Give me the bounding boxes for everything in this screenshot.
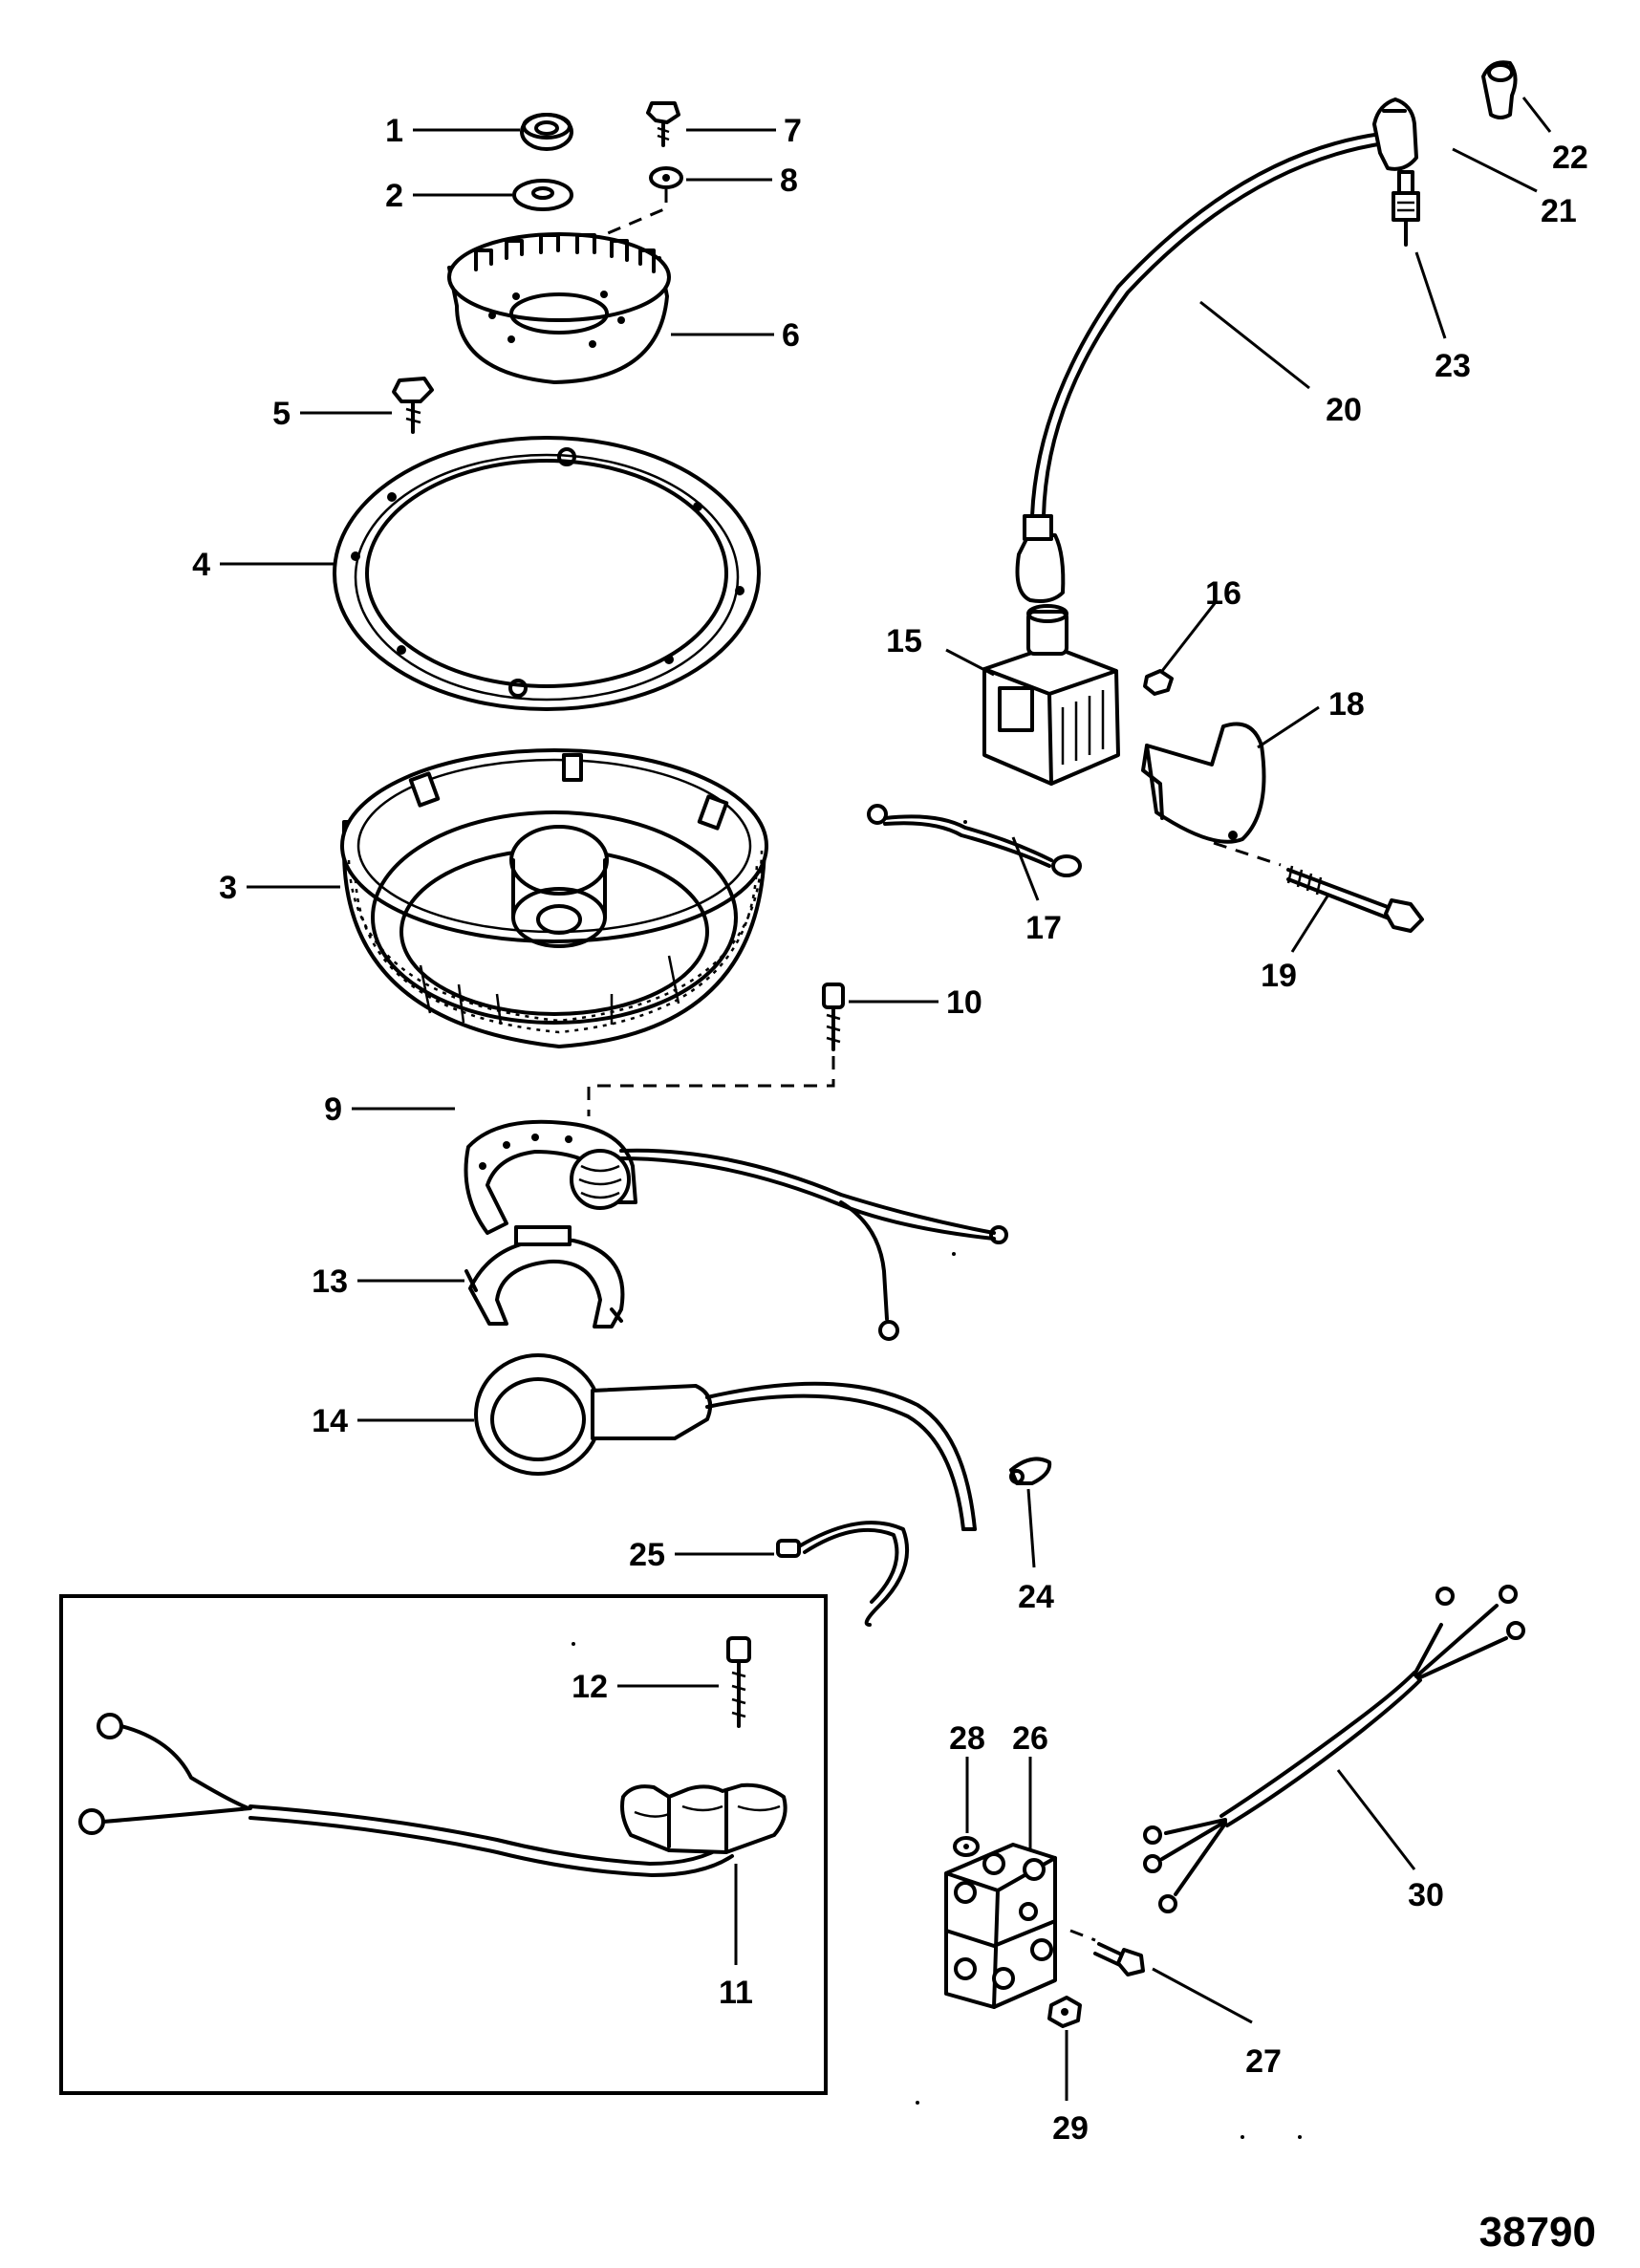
part-30-wire-harness — [1143, 1585, 1525, 1913]
callout-14: 14 — [312, 1403, 348, 1439]
part-2-washer — [512, 179, 573, 211]
part-29-nut — [1047, 1996, 1082, 2028]
part-14-stator-coil — [474, 1353, 977, 1531]
part-20-ignition-lead — [1015, 132, 1386, 603]
callout-19: 19 — [1261, 958, 1297, 994]
part-6-hub-cup — [447, 232, 671, 384]
callout-12: 12 — [572, 1669, 608, 1705]
assembly-line-8-6 — [593, 189, 668, 260]
assembly-line-18-19 — [1213, 841, 1282, 867]
callout-11: 11 — [719, 1975, 753, 2011]
part-11-trigger-sensor — [78, 1713, 788, 1877]
callout-6: 6 — [782, 317, 800, 354]
callout-29: 29 — [1052, 2110, 1089, 2147]
part-4-ring — [333, 436, 761, 711]
part-28-washer — [953, 1836, 980, 1857]
part-21-spark-plug-boot — [1372, 97, 1418, 171]
part-1-nut — [520, 113, 573, 151]
part-18-coil-cover — [1141, 722, 1266, 844]
callout-17: 17 — [1025, 910, 1062, 946]
part-8-washer — [649, 166, 683, 189]
part-19-long-bolt — [1286, 865, 1424, 933]
callout-26: 26 — [1012, 1720, 1048, 1757]
callout-15: 15 — [886, 623, 922, 659]
assembly-line-10-9 — [587, 1056, 835, 1116]
callout-21: 21 — [1541, 193, 1577, 229]
callout-13: 13 — [312, 1264, 348, 1300]
callout-16: 16 — [1205, 575, 1241, 612]
callout-27: 27 — [1245, 2043, 1282, 2080]
part-27-screw — [1069, 1929, 1145, 1976]
part-25-wire — [776, 1521, 910, 1627]
part-15-ignition-coil — [982, 604, 1120, 786]
part-24-cable-clip — [1009, 1457, 1052, 1485]
part-7-screw — [646, 101, 680, 147]
callout-10: 10 — [946, 984, 982, 1021]
part-23-spark-plug — [1392, 170, 1420, 247]
callout-3: 3 — [219, 870, 237, 906]
callout-30: 30 — [1408, 1877, 1444, 1913]
callout-8: 8 — [780, 162, 798, 199]
part-3-flywheel — [340, 748, 768, 1048]
scan-specks — [572, 820, 1302, 2139]
part-16-nut — [1143, 669, 1174, 696]
callout-4: 4 — [192, 547, 210, 583]
figure-number: 38790 — [1479, 2209, 1596, 2256]
callout-20: 20 — [1326, 392, 1362, 428]
callout-24: 24 — [1018, 1579, 1054, 1615]
part-9-trigger-assembly — [464, 1119, 1008, 1341]
callout-23: 23 — [1435, 348, 1471, 384]
part-26-rectifier — [944, 1843, 1057, 2009]
part-12-screw — [726, 1636, 751, 1728]
callout-9: 9 — [324, 1091, 342, 1128]
callout-5: 5 — [272, 396, 291, 432]
part-22-cap — [1481, 60, 1518, 119]
part-13-mounting-bracket — [464, 1225, 625, 1328]
callout-18: 18 — [1328, 686, 1365, 723]
callout-25: 25 — [629, 1537, 665, 1573]
leader-lines — [220, 97, 1552, 2101]
callout-7: 7 — [784, 113, 802, 149]
callout-28: 28 — [949, 1720, 985, 1757]
callout-1: 1 — [385, 113, 403, 149]
callout-2: 2 — [385, 178, 403, 214]
callout-labels: 1 2 3 4 5 6 7 8 9 10 11 12 13 14 15 16 1… — [192, 113, 1588, 2147]
inset-alternate-parts-box — [59, 1594, 828, 2095]
part-5-bolt — [392, 377, 434, 434]
callout-22: 22 — [1552, 140, 1588, 176]
part-10-bolt — [822, 983, 845, 1051]
part-17-ground-wire — [867, 804, 1082, 877]
